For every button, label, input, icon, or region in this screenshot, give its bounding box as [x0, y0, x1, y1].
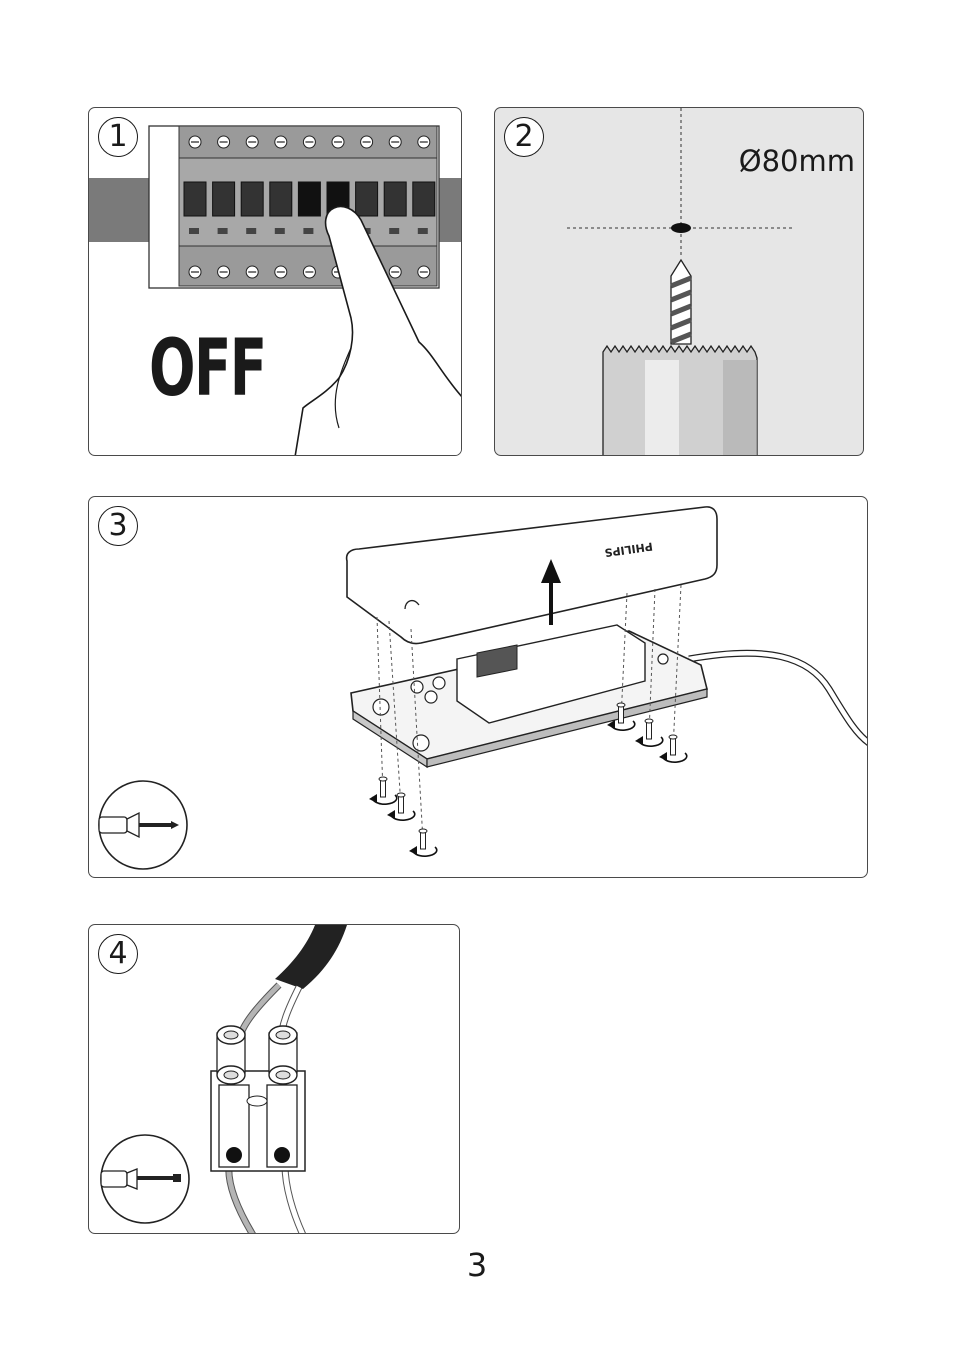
screwdriver-badge [99, 781, 187, 869]
step-3-panel: 3 PHILIPS [88, 496, 868, 878]
step-4-panel: 4 [88, 924, 460, 1234]
step-1-panel: 1 OFF [88, 107, 462, 456]
step-4-number: 4 [98, 934, 138, 974]
screwdriver-badge [101, 1135, 189, 1223]
step-2-panel: 2 Ø80mm [494, 107, 864, 456]
page-number: 3 [0, 1246, 954, 1284]
hole-mark [671, 223, 691, 233]
terminal-block-illustration [89, 925, 460, 1234]
cover-icon [347, 507, 717, 644]
drill-bit-icon [671, 260, 691, 344]
circuit-breaker-illustration [89, 108, 462, 456]
step-3-number: 3 [98, 506, 138, 546]
hole-diameter-label: Ø80mm [739, 144, 855, 178]
terminal-block-icon [211, 1026, 305, 1171]
off-label: OFF [149, 330, 266, 408]
hole-saw-icon [603, 346, 757, 456]
step-1-number: 1 [98, 117, 138, 157]
housing-assembly-illustration: PHILIPS [89, 497, 868, 878]
step-2-number: 2 [504, 117, 544, 157]
